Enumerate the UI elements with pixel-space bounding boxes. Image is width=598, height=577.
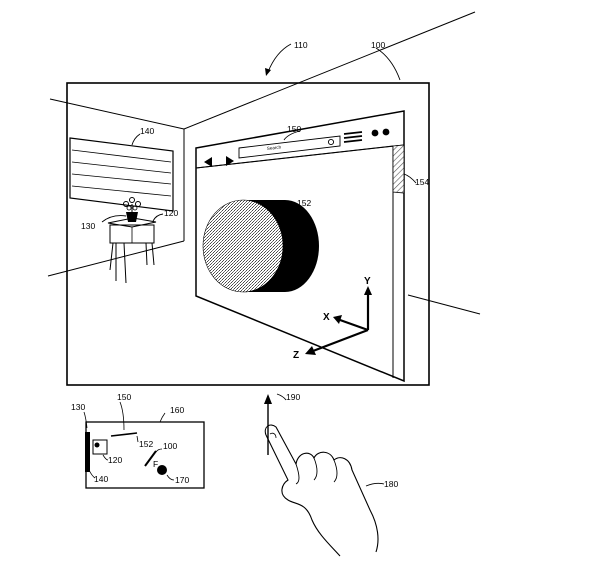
refresh-icon[interactable]: [327, 138, 335, 146]
map-label-160: 160: [170, 405, 184, 415]
search-placeholder: Search: [267, 144, 282, 151]
axis-z-label: Z: [293, 350, 299, 361]
map-user-icon: [157, 465, 167, 475]
label-110: 110: [294, 40, 308, 50]
map-marker-label: F: [153, 459, 158, 469]
map-plant: [94, 442, 100, 448]
label-180: 180: [384, 479, 398, 489]
map-label-120: 120: [108, 455, 122, 465]
label-190: 190: [286, 392, 300, 402]
window-dot-icon[interactable]: [382, 128, 390, 136]
top-down-map: F 130 150 160 152 100 120 140 170: [71, 392, 205, 489]
potted-plant: [123, 197, 141, 222]
virtual-browser-window: [195, 110, 405, 383]
search-input[interactable]: [238, 135, 341, 159]
label-130: 130: [81, 221, 95, 231]
map-display: [144, 450, 157, 467]
label-140: 140: [140, 126, 154, 136]
axis-y-label: Y: [364, 276, 371, 287]
wall-panel: [69, 137, 174, 212]
forward-icon[interactable]: [226, 156, 234, 166]
swipe-up-arrow: [264, 393, 287, 455]
label-100: 100: [371, 40, 385, 50]
back-icon[interactable]: [204, 157, 212, 167]
map-window: [110, 432, 138, 437]
label-150: 150: [287, 124, 301, 134]
map-label-130: 130: [71, 402, 85, 412]
coordinate-axes: Y X Z: [293, 276, 372, 361]
reference-labels: 110 100 140 150 154 152 120 130 190 180: [81, 40, 429, 489]
leader-lines: [101, 43, 417, 223]
map-label-100: 100: [163, 441, 177, 451]
map-label-150: 150: [117, 392, 131, 402]
scrollbar[interactable]: [392, 144, 405, 194]
window-dot-icon[interactable]: [371, 129, 379, 137]
perspective-lines: [47, 11, 481, 315]
map-label-170: 170: [175, 475, 189, 485]
menu-icon[interactable]: [343, 131, 363, 143]
virtual-3d-object[interactable]: [202, 199, 319, 293]
browser-toolbar: Search: [204, 128, 390, 167]
label-154: 154: [415, 177, 429, 187]
map-label-140: 140: [94, 474, 108, 484]
label-120: 120: [164, 208, 178, 218]
user-hand: [264, 424, 385, 557]
axis-x-label: X: [323, 312, 330, 323]
label-152: 152: [297, 198, 311, 208]
map-table: [92, 439, 108, 455]
side-table: [107, 217, 157, 284]
map-wall-panel: [85, 432, 90, 472]
display-frame: [66, 82, 430, 386]
map-label-152: 152: [139, 439, 153, 449]
